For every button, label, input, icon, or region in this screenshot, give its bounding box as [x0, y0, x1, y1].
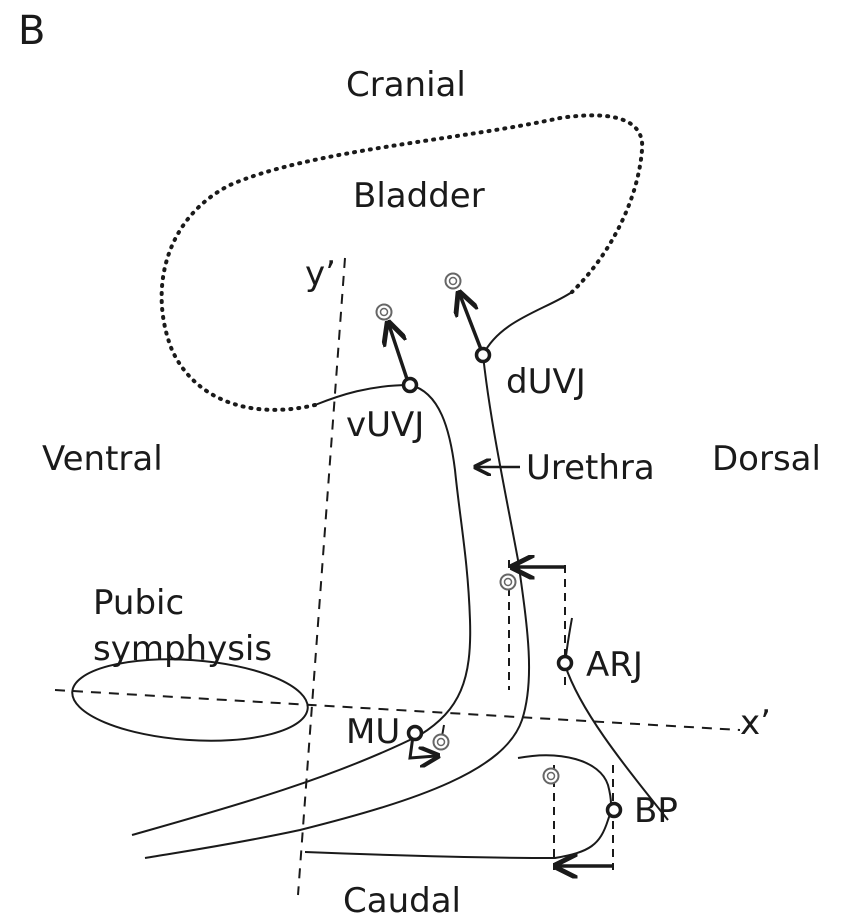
y-axis-line [298, 258, 345, 895]
vuvj-label: vUVJ [346, 405, 424, 445]
urethra-target-marker [501, 575, 516, 590]
bladder-ventral-wall [315, 385, 410, 405]
mu-point [409, 727, 422, 740]
y-axis-label: y’ [305, 254, 336, 294]
pubic-symphysis-label-line2: symphysis [93, 629, 272, 669]
vuvj-target-marker [377, 305, 392, 320]
mu-target-marker [434, 735, 449, 750]
mu-label: MU [346, 712, 400, 752]
panel-label: B [18, 8, 45, 54]
dorsal-label: Dorsal [712, 439, 821, 479]
caudal-label: Caudal [343, 881, 461, 921]
bp-point [608, 804, 621, 817]
duvj-displacement-arrow [460, 295, 482, 352]
duvj-label: dUVJ [506, 362, 586, 402]
cranial-label: Cranial [346, 65, 466, 105]
pubic-symphysis-label-line1: Pubic [93, 583, 184, 623]
urethra-dorsal-wall [145, 355, 529, 858]
arj-point [559, 657, 572, 670]
arj-label: ARJ [586, 645, 643, 685]
x-axis-label: x’ [740, 703, 771, 743]
vuvj-point [404, 379, 417, 392]
bp-target-marker [544, 769, 559, 784]
duvj-target-marker [446, 274, 461, 289]
urethra-label: Urethra [526, 448, 655, 488]
bladder-base-curve [305, 755, 611, 858]
duvj-point [477, 349, 490, 362]
bp-label: BP [634, 791, 678, 831]
bladder-dorsal-wall [483, 292, 572, 355]
bladder-label: Bladder [353, 176, 485, 216]
ventral-label: Ventral [42, 439, 163, 479]
vuvj-displacement-arrow [389, 325, 408, 382]
